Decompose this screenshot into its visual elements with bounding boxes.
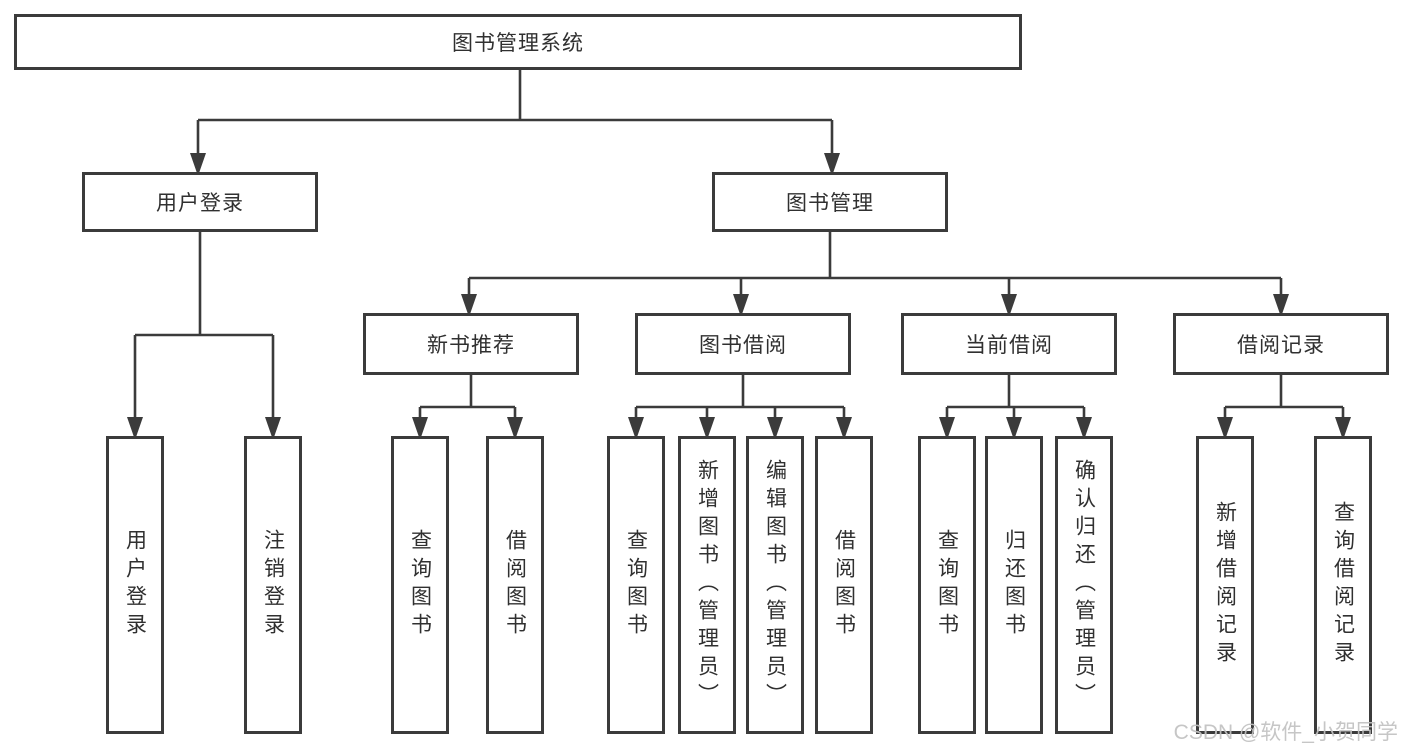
node-borrow-records-label: 借阅记录 [1237,334,1325,357]
leaf-user-login-label: 用户登录 [123,529,147,641]
node-book-borrow-label: 图书借阅 [699,334,787,357]
leaf-records-query-record: 查询借阅记录 [1314,436,1372,734]
node-book-management: 图书管理 [712,172,948,232]
leaf-logout: 注销登录 [244,436,302,734]
leaf-borrow-borrow-books: 借阅图书 [815,436,873,734]
node-root: 图书管理系统 [14,14,1022,70]
leaf-recommend-borrow-books-label: 借阅图书 [503,529,527,641]
leaf-recommend-query-books: 查询图书 [391,436,449,734]
leaf-borrow-edit-books-admin-label: 编辑图书（管理员） [763,459,787,711]
csdn-watermark: CSDN @软件_小贺同学 [1173,721,1398,744]
node-new-book-recommend: 新书推荐 [363,313,579,375]
node-current-borrow: 当前借阅 [901,313,1117,375]
node-user-login-label: 用户登录 [156,192,244,215]
node-user-login: 用户登录 [82,172,318,232]
node-current-borrow-label: 当前借阅 [965,334,1053,357]
node-book-borrow: 图书借阅 [635,313,851,375]
node-new-book-recommend-label: 新书推荐 [427,334,515,357]
leaf-records-add-record-label: 新增借阅记录 [1213,501,1237,669]
leaf-borrow-borrow-books-label: 借阅图书 [832,529,856,641]
leaf-borrow-edit-books-admin: 编辑图书（管理员） [746,436,804,734]
leaf-borrow-query-books: 查询图书 [607,436,665,734]
leaf-recommend-borrow-books: 借阅图书 [486,436,544,734]
leaf-recommend-query-books-label: 查询图书 [408,529,432,641]
leaf-current-query-books: 查询图书 [918,436,976,734]
leaf-borrow-add-books-admin: 新增图书（管理员） [678,436,736,734]
leaf-borrow-query-books-label: 查询图书 [624,529,648,641]
leaf-current-confirm-return-admin: 确认归还（管理员） [1055,436,1113,734]
leaf-current-query-books-label: 查询图书 [935,529,959,641]
node-book-management-label: 图书管理 [786,192,874,215]
leaf-current-return-books: 归还图书 [985,436,1043,734]
leaf-user-login: 用户登录 [106,436,164,734]
leaf-logout-label: 注销登录 [261,529,285,641]
leaf-current-confirm-return-admin-label: 确认归还（管理员） [1072,459,1096,711]
node-root-label: 图书管理系统 [452,32,584,55]
leaf-records-add-record: 新增借阅记录 [1196,436,1254,734]
node-borrow-records: 借阅记录 [1173,313,1389,375]
leaf-records-query-record-label: 查询借阅记录 [1331,501,1355,669]
leaf-current-return-books-label: 归还图书 [1002,529,1026,641]
arrowheads [127,153,1351,440]
leaf-borrow-add-books-admin-label: 新增图书（管理员） [695,459,719,711]
